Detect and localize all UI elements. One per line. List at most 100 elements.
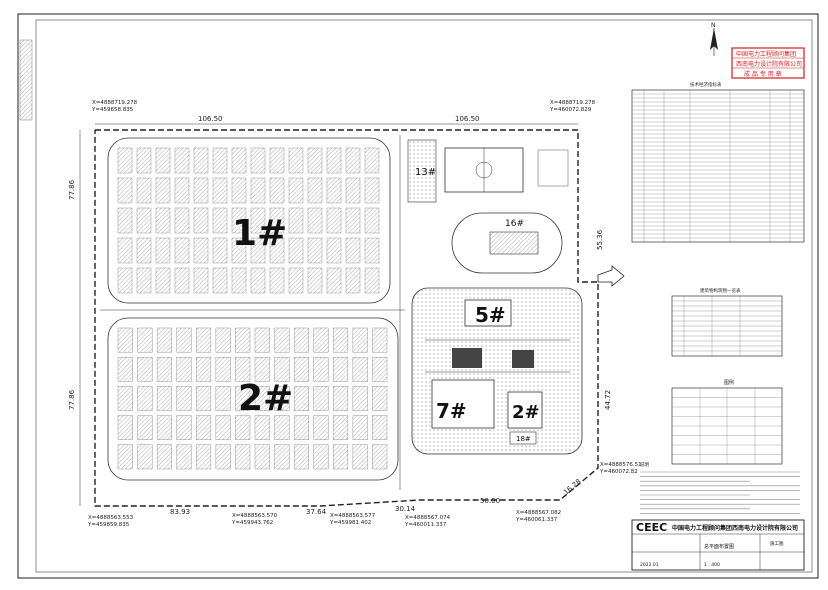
solar-panel xyxy=(333,357,349,382)
solar-panel xyxy=(137,415,153,440)
solar-panel xyxy=(235,327,251,353)
coord-s3-x: X=4888567.074 xyxy=(405,515,451,521)
stamp-line-2: 西南电力设计院有限公司 xyxy=(736,60,802,68)
solar-panel xyxy=(212,237,228,264)
scale-label: 1 : 400 xyxy=(704,562,720,568)
solar-panel xyxy=(364,207,380,234)
solar-panel xyxy=(293,357,309,382)
dim-bottom-5: 16.28 xyxy=(562,478,582,497)
solar-panel xyxy=(364,147,380,174)
solar-panel xyxy=(288,237,304,264)
solar-panel xyxy=(288,147,304,174)
solar-panel xyxy=(333,444,349,470)
zone-label-1: 1# xyxy=(232,213,287,254)
solar-panel xyxy=(196,386,212,411)
drawing-name: 总平面布置图 xyxy=(704,543,734,550)
solar-panel xyxy=(345,177,361,204)
solar-panel xyxy=(117,237,133,264)
solar-panel xyxy=(193,267,209,294)
solar-panel xyxy=(155,267,171,294)
outer-frame xyxy=(17,13,819,579)
solar-panel xyxy=(231,207,247,234)
solar-panel xyxy=(254,444,270,470)
solar-panel xyxy=(174,147,190,174)
solar-panel xyxy=(254,327,270,353)
solar-panel xyxy=(333,415,349,440)
solar-panel xyxy=(345,267,361,294)
solar-panel xyxy=(250,147,266,174)
solar-panel xyxy=(269,147,285,174)
solar-panel xyxy=(176,415,192,440)
solar-panel xyxy=(352,444,368,470)
solar-panel xyxy=(156,386,172,411)
solar-panel xyxy=(117,415,133,440)
dim-bottom-4: 50.00 xyxy=(480,497,500,505)
solar-panel xyxy=(293,327,309,353)
building-7 xyxy=(431,379,495,429)
transformer-block xyxy=(512,350,534,368)
solar-panel xyxy=(250,267,266,294)
table1-title: 技术经济指标表 xyxy=(690,81,722,88)
zone-label-7: 7# xyxy=(436,399,467,423)
stage-label: 施工图 xyxy=(770,540,784,547)
solar-panel xyxy=(136,237,152,264)
solar-panel xyxy=(193,237,209,264)
coord-nw-y: Y=459658.835 xyxy=(91,107,134,113)
solar-panel xyxy=(117,444,133,470)
coord-sw-y: Y=459859.835 xyxy=(87,522,130,528)
solar-panel xyxy=(313,386,329,411)
panel-rows-2 xyxy=(117,327,388,470)
solar-panel xyxy=(326,147,342,174)
solar-panel xyxy=(274,357,290,382)
zone-label-2b: 2# xyxy=(512,402,540,423)
solar-panel xyxy=(193,147,209,174)
solar-panel xyxy=(212,267,228,294)
title-block xyxy=(631,519,805,571)
solar-panel xyxy=(117,357,133,382)
solar-panel xyxy=(345,207,361,234)
coord-s4-y: Y=460061.337 xyxy=(515,517,558,523)
dim-bottom-2: 37.64 xyxy=(306,508,327,516)
solar-panel xyxy=(352,357,368,382)
north-arrow-icon xyxy=(710,28,718,56)
solar-panel xyxy=(333,386,349,411)
solar-panel xyxy=(288,207,304,234)
solar-panel xyxy=(372,415,388,440)
stamp-line-1: 中国电力工程顾问集团 xyxy=(736,50,796,58)
site-boundary xyxy=(94,129,599,507)
solar-panel xyxy=(156,357,172,382)
coord-se-x: X=4888576.51 xyxy=(600,462,642,468)
solar-panel xyxy=(352,386,368,411)
solar-panel xyxy=(212,207,228,234)
solar-panel xyxy=(155,237,171,264)
solar-panel xyxy=(269,177,285,204)
solar-panel xyxy=(174,177,190,204)
solar-panel xyxy=(176,386,192,411)
solar-panel xyxy=(307,177,323,204)
coord-s4-x: X=4888567.082 xyxy=(516,510,561,516)
court-circle xyxy=(475,161,493,179)
solar-array-2 xyxy=(107,317,399,481)
solar-panel xyxy=(307,237,323,264)
solar-panel xyxy=(174,207,190,234)
building-16 xyxy=(451,212,563,274)
solar-panel xyxy=(274,327,290,353)
building-16-inner xyxy=(489,231,539,255)
solar-panel xyxy=(176,357,192,382)
solar-panel xyxy=(274,386,290,411)
zone-label-18: 18# xyxy=(516,435,531,443)
solar-panel xyxy=(156,415,172,440)
solar-panel xyxy=(250,237,266,264)
solar-panel xyxy=(254,415,270,440)
solar-panel xyxy=(250,177,266,204)
coord-se-y: Y=460072.82 xyxy=(599,469,638,475)
coord-ne-y: Y=460072.829 xyxy=(549,107,592,113)
solar-panel xyxy=(215,444,231,470)
dim-right-lower: 44.72 xyxy=(604,390,612,410)
coord-s3-y: Y=460011.337 xyxy=(404,522,447,528)
solar-panel xyxy=(174,237,190,264)
inner-frame xyxy=(35,19,813,573)
solar-panel xyxy=(174,267,190,294)
solar-panel xyxy=(176,444,192,470)
